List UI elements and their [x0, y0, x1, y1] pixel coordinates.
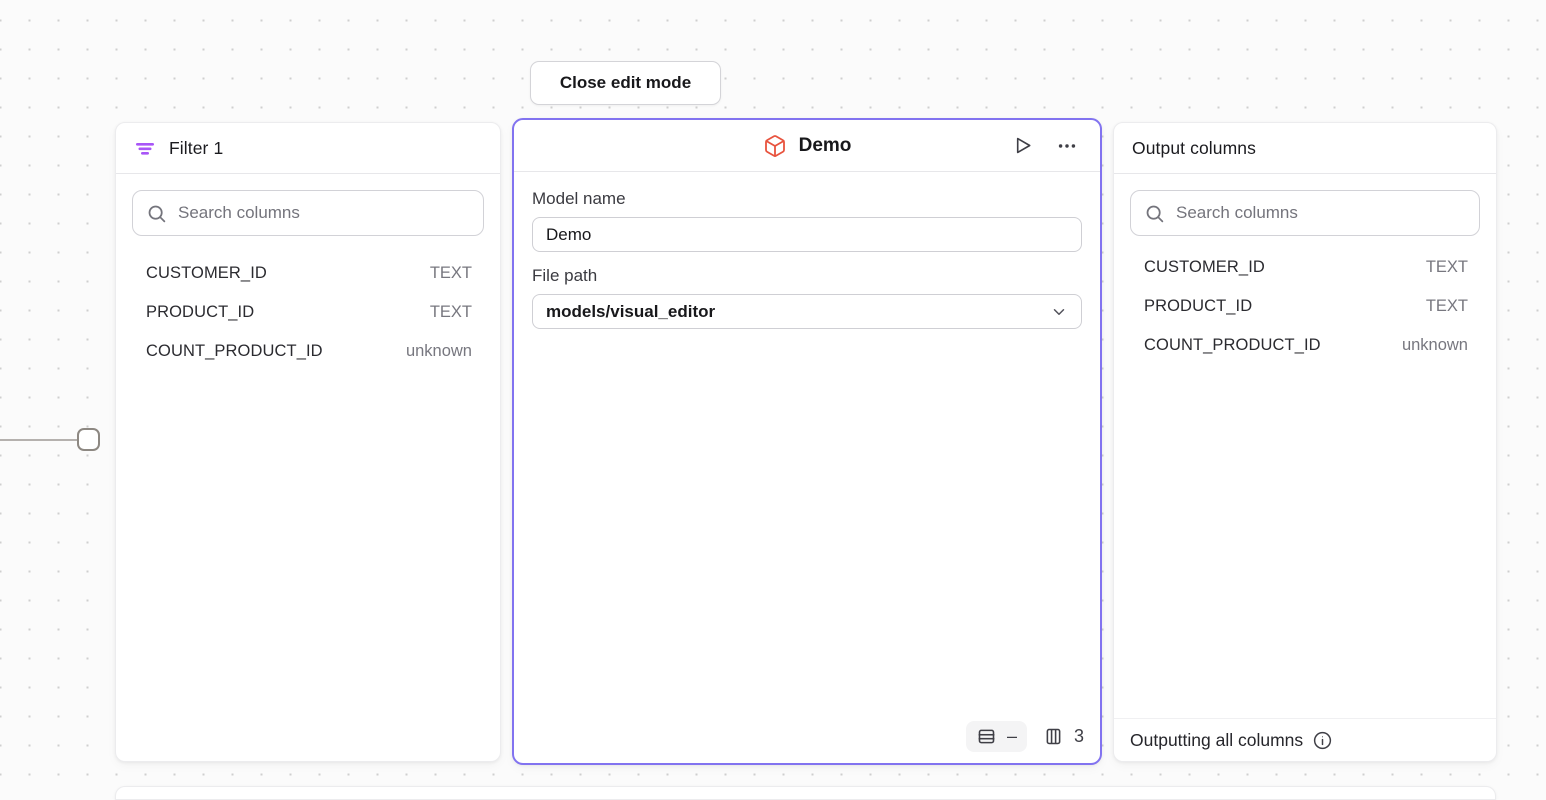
row-count-value: – [1006, 726, 1017, 746]
run-model-button[interactable] [1009, 132, 1036, 159]
filter-search-input[interactable] [178, 203, 470, 223]
chevron-down-icon [1050, 303, 1068, 321]
table-rows-icon [976, 726, 997, 747]
output-panel-header[interactable]: Output columns [1114, 123, 1496, 174]
column-count-stat[interactable]: 3 [1043, 726, 1084, 747]
output-columns-panel[interactable]: Output columns CUSTOMER_ID TEXT PRODUCT_… [1113, 122, 1497, 762]
output-footer-text: Outputting all columns [1130, 729, 1304, 750]
column-name: COUNT_PRODUCT_ID [1144, 336, 1321, 354]
search-icon [146, 203, 167, 224]
file-path-select[interactable]: models/visual_editor [532, 294, 1082, 329]
column-name: PRODUCT_ID [146, 303, 255, 321]
model-panel-header[interactable]: Demo [514, 120, 1100, 172]
column-type: unknown [1401, 336, 1468, 354]
filter-column-list: CUSTOMER_ID TEXT PRODUCT_ID TEXT COUNT_P… [132, 254, 484, 371]
column-row[interactable]: COUNT_PRODUCT_ID unknown [132, 332, 484, 371]
output-search-box[interactable] [1130, 190, 1480, 236]
play-icon [1011, 134, 1034, 157]
output-search-input[interactable] [1176, 203, 1466, 223]
column-row[interactable]: PRODUCT_ID TEXT [1130, 287, 1480, 326]
model-name-input[interactable] [532, 217, 1082, 252]
output-panel-title: Output columns [1132, 137, 1256, 158]
bottom-panel-edge [115, 786, 1496, 800]
model-name-label: Model name [532, 189, 626, 208]
file-path-value: models/visual_editor [546, 301, 716, 321]
column-count-value: 3 [1073, 726, 1084, 746]
model-node-panel[interactable]: Demo Model name File pat [512, 118, 1102, 765]
model-panel-title: Demo [798, 134, 852, 156]
column-type: TEXT [1425, 297, 1468, 315]
ellipsis-icon [1056, 135, 1078, 157]
filter-panel-title: Filter 1 [169, 137, 224, 158]
column-row[interactable]: CUSTOMER_ID TEXT [132, 254, 484, 293]
column-type: TEXT [429, 303, 472, 321]
column-name: PRODUCT_ID [1144, 297, 1253, 315]
filter-search-box[interactable] [132, 190, 484, 236]
filter-node-panel[interactable]: Filter 1 CUSTOMER_ID TEXT PRODUCT_ID TEX… [115, 122, 501, 762]
table-columns-icon [1043, 726, 1064, 747]
column-name: CUSTOMER_ID [1144, 258, 1265, 276]
column-name: COUNT_PRODUCT_ID [146, 342, 323, 360]
info-icon[interactable] [1312, 730, 1333, 751]
row-count-stat[interactable]: – [965, 721, 1027, 752]
column-row[interactable]: CUSTOMER_ID TEXT [1130, 248, 1480, 287]
connector-handle[interactable] [77, 428, 100, 451]
connector-edge [0, 439, 78, 441]
output-column-list: CUSTOMER_ID TEXT PRODUCT_ID TEXT COUNT_P… [1130, 248, 1480, 365]
output-footer: Outputting all columns [1114, 718, 1496, 761]
filter-lines-icon [134, 137, 156, 159]
column-row[interactable]: COUNT_PRODUCT_ID unknown [1130, 326, 1480, 365]
file-path-label: File path [532, 266, 598, 285]
column-name: CUSTOMER_ID [146, 264, 267, 282]
more-options-button[interactable] [1054, 133, 1080, 159]
cube-icon [763, 134, 787, 158]
close-edit-mode-button[interactable]: Close edit mode [530, 61, 721, 105]
column-type: unknown [405, 342, 472, 360]
filter-panel-header[interactable]: Filter 1 [116, 123, 500, 174]
column-type: TEXT [429, 264, 472, 282]
search-icon [1144, 203, 1165, 224]
column-type: TEXT [1425, 258, 1468, 276]
column-row[interactable]: PRODUCT_ID TEXT [132, 293, 484, 332]
